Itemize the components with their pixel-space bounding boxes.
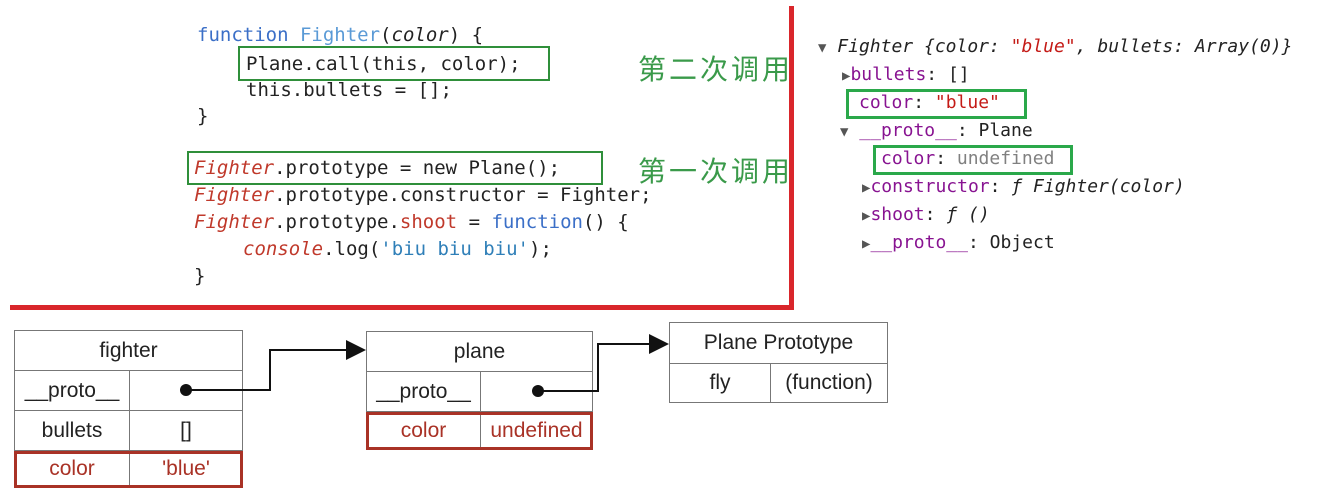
code-line-bullets: this.bullets = []; — [246, 79, 452, 101]
fighter-color-highlight — [14, 451, 243, 488]
plane-color-highlight — [366, 412, 593, 450]
color-highlight-box — [846, 89, 1027, 119]
arrow-plane-to-prototype — [538, 334, 669, 392]
proto-color-highlight-box — [873, 145, 1073, 175]
code-line-constructor: Fighter.prototype.constructor = Fighter; — [194, 184, 652, 206]
code-line-brace: } — [197, 105, 209, 127]
tree-bullets[interactable]: ▶bullets: [] — [842, 64, 970, 85]
tree-proto[interactable]: ▼ __proto__: Plane — [840, 120, 1033, 141]
annotation-second-call: 第二次调用 — [638, 53, 794, 86]
code-line-shoot: Fighter.prototype.shoot = function() { — [194, 211, 629, 233]
collapsed-triangle-icon[interactable]: ▶ — [842, 68, 851, 84]
arrow-fighter-to-plane — [186, 340, 366, 391]
tree-proto-color: color: undefined — [881, 148, 1055, 169]
prototype-highlight-box — [187, 151, 603, 185]
collapsed-triangle-icon[interactable]: ▶ — [862, 236, 871, 252]
expanded-triangle-icon[interactable]: ▼ — [818, 40, 827, 56]
function-name: Fighter — [299, 24, 381, 46]
call-highlight-box — [238, 46, 550, 81]
code-line-brace2: } — [194, 265, 206, 287]
divider-horizontal — [10, 305, 794, 310]
code-line-1: function Fighter(color) { — [197, 24, 484, 46]
tree-root[interactable]: ▼ Fighter {color: "blue", bullets: Array… — [818, 36, 1293, 57]
param: color — [391, 24, 449, 46]
tree-constructor[interactable]: ▶constructor: ƒ Fighter(color) — [862, 176, 1185, 197]
tree-shoot[interactable]: ▶shoot: ƒ () — [862, 204, 990, 225]
tree-proto2[interactable]: ▶__proto__: Object — [862, 232, 1055, 253]
code-line-call: Plane.call(this, color); — [246, 53, 521, 75]
collapsed-triangle-icon[interactable]: ▶ — [862, 180, 871, 196]
annotation-first-call: 第一次调用 — [638, 155, 794, 188]
collapsed-triangle-icon[interactable]: ▶ — [862, 208, 871, 224]
code-line-log: console.log('biu biu biu'); — [243, 238, 552, 260]
plane-prototype-fly-value: (function) — [770, 363, 888, 403]
code-line-prototype: Fighter.prototype = new Plane(); — [194, 157, 561, 179]
divider-vertical — [789, 6, 794, 310]
expanded-triangle-icon[interactable]: ▼ — [840, 124, 849, 140]
tree-color: color: "blue" — [859, 92, 1000, 113]
keyword-function: function — [197, 24, 289, 46]
